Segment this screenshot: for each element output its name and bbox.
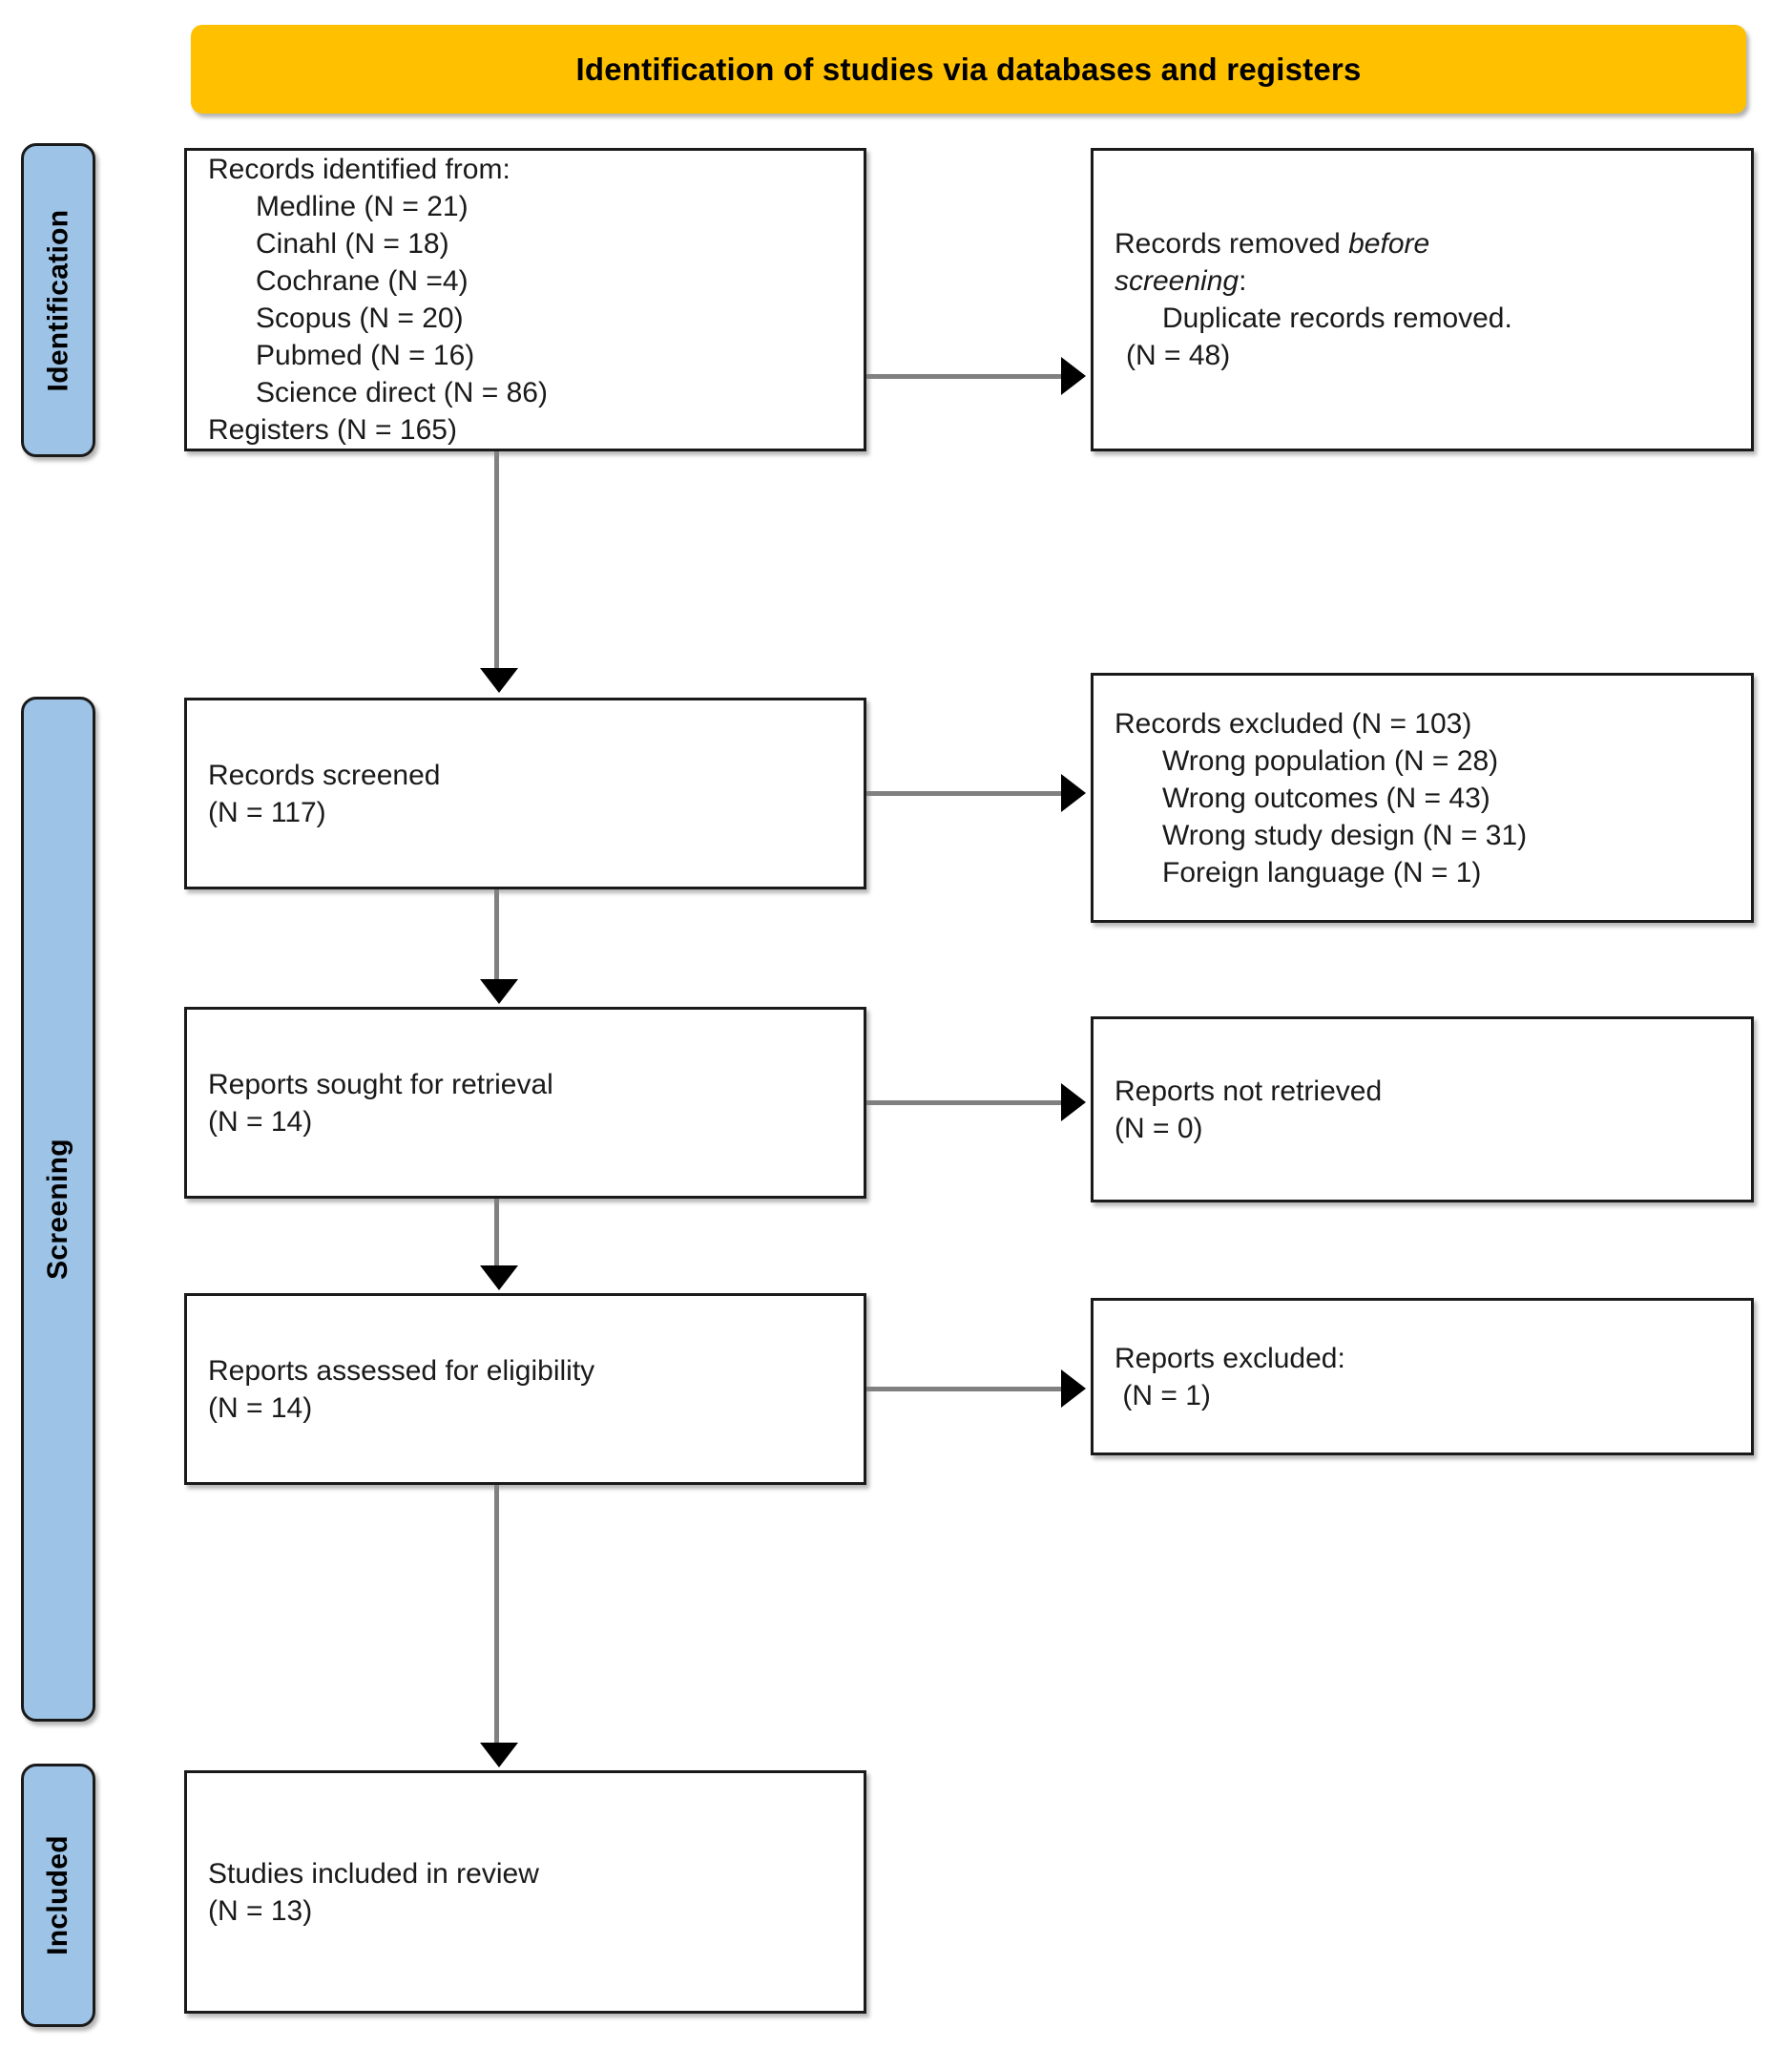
- reports-not-retrieved-label: Reports not retrieved: [1115, 1075, 1383, 1107]
- box-reports-not-retrieved: Reports not retrieved (N = 0): [1091, 1016, 1754, 1202]
- arrow-head-down-icon: [480, 1743, 518, 1767]
- connector-sought-to-assessed: [494, 1199, 499, 1270]
- duplicate-records-removed: Duplicate records removed.: [1162, 303, 1512, 334]
- source-registers: Registers (N = 165): [208, 414, 457, 446]
- records-excluded-heading: Records excluded (N = 103): [1115, 707, 1472, 740]
- box-records-identified: Records identified from: Medline (N = 21…: [184, 148, 866, 451]
- reports-not-retrieved-count: (N = 0): [1115, 1112, 1203, 1144]
- stage-label-included: Included: [21, 1764, 95, 2027]
- reports-excluded-count: (N = 1): [1115, 1379, 1211, 1411]
- banner-title: Identification of studies via databases …: [575, 51, 1362, 87]
- studies-included-label: Studies included in review: [208, 1857, 539, 1890]
- reason-wrong-study-design: Wrong study design (N = 31): [1162, 819, 1528, 851]
- reports-sought-label: Reports sought for retrieval: [208, 1068, 553, 1100]
- connector-screened-to-excluded: [866, 791, 1065, 796]
- box-reports-sought: Reports sought for retrieval (N = 14): [184, 1007, 866, 1199]
- reports-sought-count: (N = 14): [208, 1105, 313, 1138]
- arrow-head-down-icon: [480, 1265, 518, 1290]
- reports-assessed-count: (N = 14): [208, 1391, 313, 1424]
- stage-label-screening-text: Screening: [42, 1139, 73, 1280]
- duplicate-records-count: (N = 48): [1126, 340, 1231, 371]
- connector-assessed-to-included: [494, 1485, 499, 1747]
- records-removed-line1: Records removed before: [1115, 225, 1730, 262]
- records-identified-heading: Records identified from:: [208, 154, 511, 185]
- box-records-removed: Records removed before screening: Duplic…: [1091, 148, 1754, 451]
- records-removed-italic-screening: screening: [1115, 265, 1240, 297]
- arrow-head-right-icon: [1061, 1369, 1086, 1408]
- source-science-direct: Science direct (N = 86): [256, 377, 548, 408]
- connector-assessed-to-reports-excluded: [866, 1387, 1065, 1391]
- arrow-head-right-icon: [1061, 1083, 1086, 1121]
- stage-label-identification-text: Identification: [42, 209, 73, 391]
- records-screened-count: (N = 117): [208, 796, 326, 828]
- records-removed-colon: :: [1239, 265, 1247, 297]
- box-reports-assessed: Reports assessed for eligibility (N = 14…: [184, 1293, 866, 1485]
- source-scopus: Scopus (N = 20): [256, 303, 464, 334]
- connector-sought-to-not-retrieved: [866, 1100, 1065, 1105]
- connector-identified-to-removed: [866, 374, 1065, 379]
- stage-label-identification: Identification: [21, 143, 95, 457]
- records-removed-italic-before: before: [1348, 228, 1430, 260]
- arrow-head-right-icon: [1061, 357, 1086, 395]
- reports-assessed-label: Reports assessed for eligibility: [208, 1354, 595, 1387]
- source-cinahl: Cinahl (N = 18): [256, 228, 449, 260]
- connector-screened-to-sought: [494, 889, 499, 984]
- stage-label-screening: Screening: [21, 697, 95, 1722]
- arrow-head-down-icon: [480, 668, 518, 693]
- arrow-head-right-icon: [1061, 774, 1086, 812]
- header-banner: Identification of studies via databases …: [191, 25, 1746, 114]
- arrow-head-down-icon: [480, 979, 518, 1004]
- reason-wrong-outcomes: Wrong outcomes (N = 43): [1162, 782, 1490, 814]
- records-removed-prefix: Records removed: [1115, 228, 1349, 260]
- reason-wrong-population: Wrong population (N = 28): [1162, 744, 1499, 777]
- studies-included-count: (N = 13): [208, 1894, 313, 1927]
- source-medline: Medline (N = 21): [256, 191, 469, 222]
- box-reports-excluded: Reports excluded: (N = 1): [1091, 1298, 1754, 1455]
- stage-label-included-text: Included: [42, 1835, 73, 1955]
- connector-identified-to-screened: [494, 451, 499, 673]
- source-cochrane: Cochrane (N =4): [256, 265, 469, 297]
- box-records-excluded: Records excluded (N = 103) Wrong populat…: [1091, 673, 1754, 923]
- reason-foreign-language: Foreign language (N = 1): [1162, 856, 1482, 888]
- reports-excluded-label: Reports excluded:: [1115, 1342, 1345, 1374]
- source-pubmed: Pubmed (N = 16): [256, 340, 475, 371]
- box-records-screened: Records screened (N = 117): [184, 698, 866, 889]
- box-studies-included: Studies included in review (N = 13): [184, 1770, 866, 2014]
- records-screened-label: Records screened: [208, 759, 441, 791]
- records-removed-line2: screening:: [1115, 262, 1730, 300]
